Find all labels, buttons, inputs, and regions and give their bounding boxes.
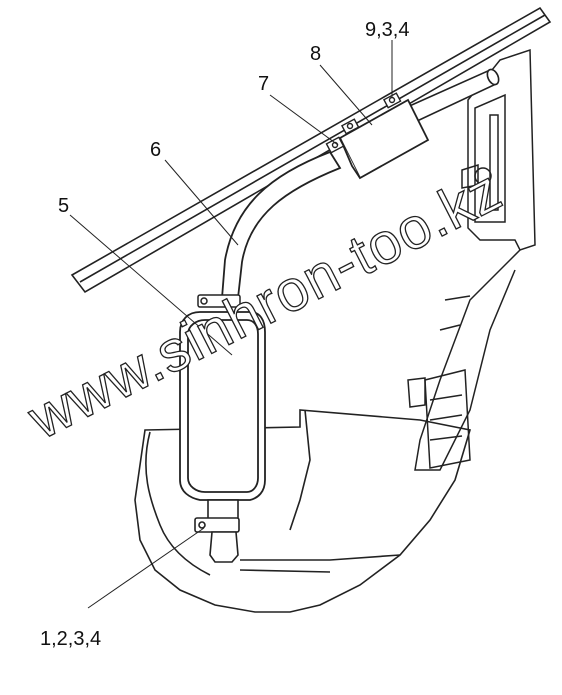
main-muffler bbox=[179, 311, 266, 501]
callout-8: 8 bbox=[310, 43, 321, 65]
frame-panel bbox=[70, 6, 552, 294]
callout-6: 6 bbox=[150, 139, 161, 161]
pipe-clamp-lower bbox=[197, 294, 241, 308]
right-bracket bbox=[407, 48, 536, 471]
callout-1-2-3-4: 1,2,3,4 bbox=[40, 628, 101, 650]
callout-7: 7 bbox=[258, 73, 269, 95]
chassis-outline bbox=[134, 409, 472, 613]
leader-lines bbox=[69, 40, 393, 609]
upper-silencer bbox=[338, 98, 430, 180]
bottom-connector bbox=[194, 499, 240, 563]
clamp-upper bbox=[325, 92, 402, 154]
callout-5: 5 bbox=[58, 195, 69, 217]
callout-9-3-4: 9,3,4 bbox=[365, 19, 409, 41]
